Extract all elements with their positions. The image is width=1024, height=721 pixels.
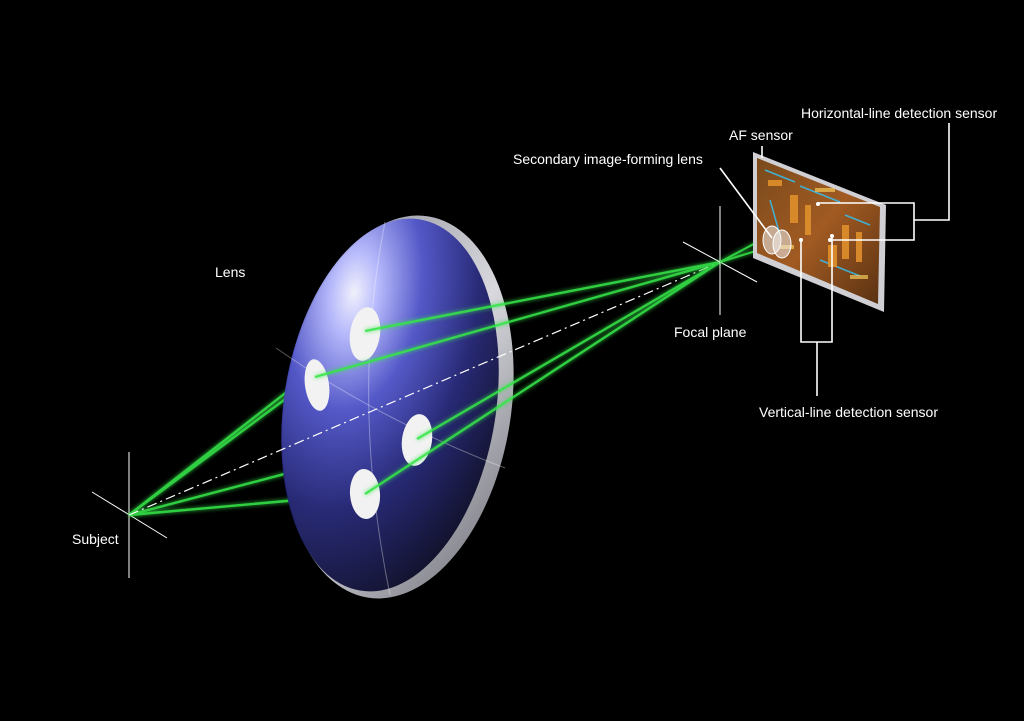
leader-horizontal-sensor <box>818 202 915 241</box>
optical-axis <box>128 261 721 516</box>
lens-surface-lines <box>275 221 506 596</box>
label-secondary-lens: Secondary image-forming lens <box>513 151 703 167</box>
label-subject: Subject <box>72 531 119 547</box>
leader-lines <box>719 123 950 396</box>
label-af-sensor: AF sensor <box>729 127 793 143</box>
label-horizontal-sensor: Horizontal-line detection sensor <box>801 105 998 121</box>
leader-secondary-lens <box>719 167 773 239</box>
aperture-spot-right <box>401 414 433 466</box>
label-vertical-sensor: Vertical-line detection sensor <box>759 404 938 420</box>
aperture-spot-top <box>349 307 381 361</box>
leader-horizontal-sensor-stem <box>914 123 950 221</box>
label-focal-plane: Focal plane <box>674 324 747 340</box>
aperture-spot-left <box>304 359 330 411</box>
focal-plane-crosshair <box>682 206 758 315</box>
label-lens: Lens <box>215 264 246 280</box>
lens-glass <box>281 218 499 592</box>
converging-rays <box>314 260 721 496</box>
